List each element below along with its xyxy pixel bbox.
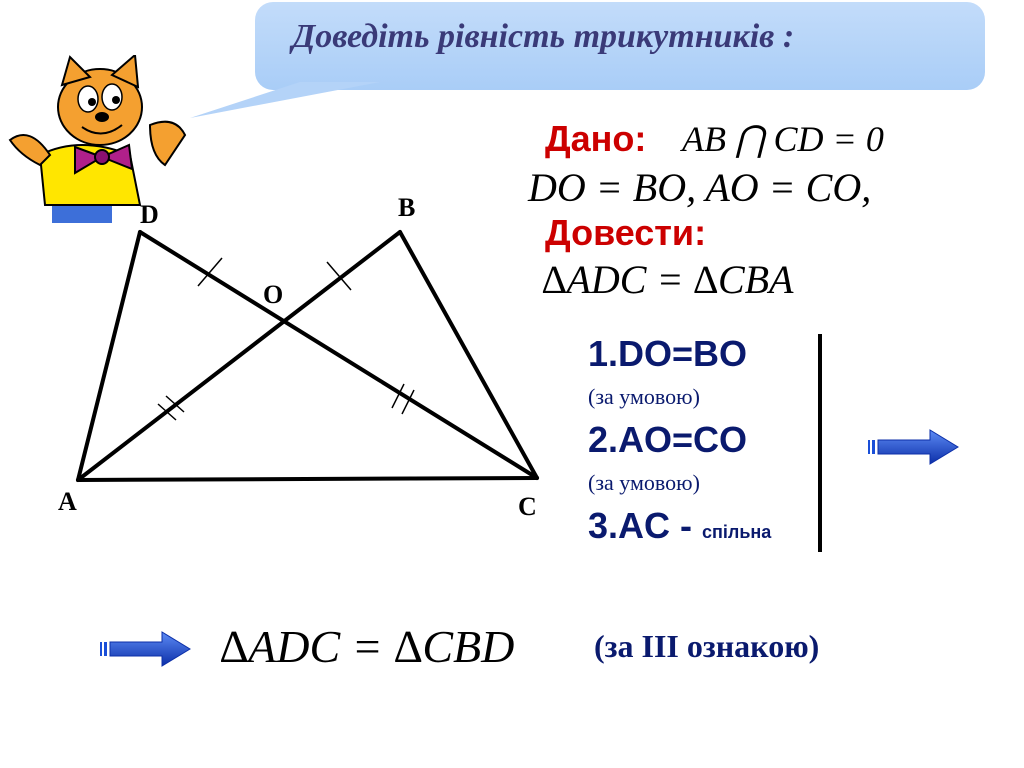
segment-ad	[76, 230, 142, 482]
page-title: Доведіть рівність трикутників :	[292, 18, 795, 55]
prove-statement: ∆ADC = ∆CBA	[542, 257, 794, 302]
given-intersection: AB ⋂ CD = 0	[682, 119, 884, 159]
conclusion-statement: ∆ADC = ∆CBD	[220, 621, 515, 672]
proof-step-2: 2.AO=CO	[588, 419, 748, 460]
point-label-b: B	[398, 193, 416, 222]
proof-reason-1: (за умовою)	[588, 384, 700, 409]
point-label-a: A	[58, 487, 77, 516]
proof-divider	[818, 334, 822, 552]
conclusion-reason: (за ІІІ ознакою)	[594, 628, 820, 664]
prove-label: Довести:	[545, 212, 707, 253]
right-arrow-icon[interactable]	[98, 630, 192, 670]
proof-reason-3: спільна	[702, 522, 772, 542]
segment-bc	[398, 230, 539, 480]
tick-ao-1	[157, 403, 177, 421]
cartoon-cat-icon	[8, 55, 187, 223]
segment-ab	[76, 230, 402, 482]
tick-bo	[326, 261, 352, 291]
proof-steps: 1.DO=BO (за умовою) 2.AO=CO (за умовою) …	[588, 334, 771, 552]
tick-co-1	[391, 383, 405, 409]
tick-do	[197, 257, 223, 287]
segment-dc	[138, 230, 539, 480]
right-arrow-icon[interactable]	[866, 428, 960, 468]
given-equalities: DO = BO, AO = CO,	[528, 165, 872, 210]
proof-step-1: 1.DO=BO	[588, 333, 748, 374]
speech-bubble	[255, 2, 985, 90]
tick-co-2	[401, 389, 415, 415]
proof-step-3: 3.AC - спільна	[588, 506, 771, 552]
point-label-o: O	[263, 280, 284, 309]
proof-step-3-text: 3.AC -	[588, 505, 703, 546]
segment-ac	[76, 476, 539, 482]
tick-ao-2	[165, 395, 185, 413]
point-label-c: C	[518, 492, 537, 521]
proof-reason-2: (за умовою)	[588, 470, 700, 495]
point-label-d: D	[140, 200, 159, 229]
given-label: Дано:	[545, 118, 647, 159]
